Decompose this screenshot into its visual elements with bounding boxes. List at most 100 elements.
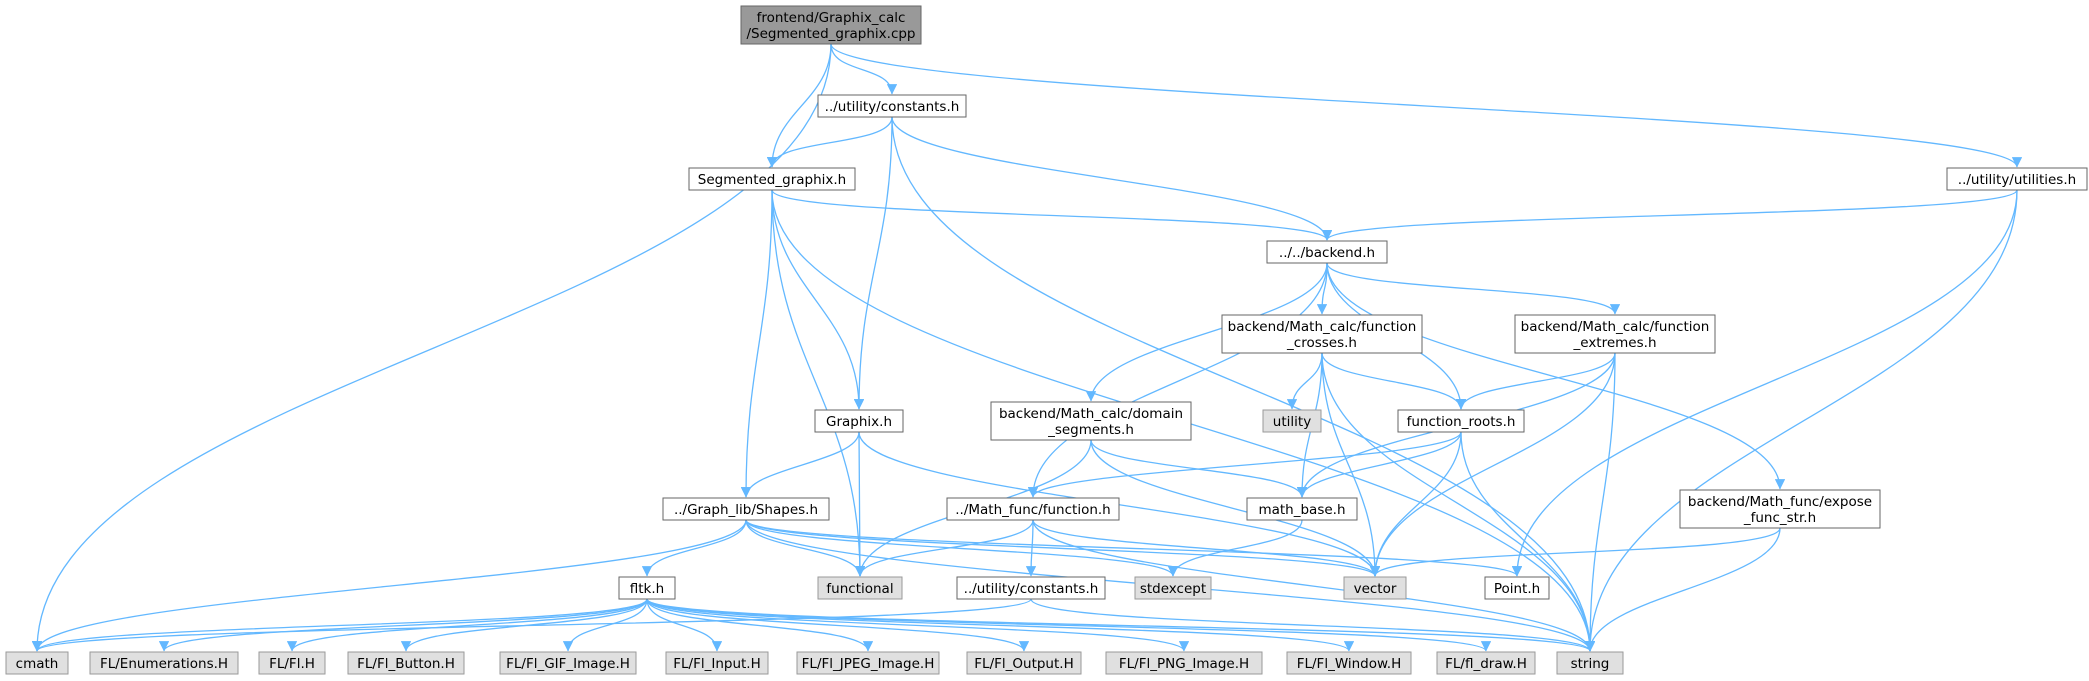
node-fl_png: FL/Fl_PNG_Image.H [1105,651,1263,675]
node-segmented-box [688,167,856,191]
node-fl_draw-label-0: FL/fl_draw.H [1445,656,1527,672]
node-fl_jpeg-box [796,651,940,675]
edge-fltk-to-fl_gif [562,598,648,652]
node-extremes-label-0: backend/Math_calc/function [1521,319,1710,335]
node-fl_window: FL/Fl_Window.H [1286,651,1412,675]
node-expose-label-1: _func_str.h [1743,510,1816,526]
node-constants_bot-box [956,576,1106,600]
edge-root-to-utilities [830,43,2022,168]
node-vector-box [1343,576,1407,600]
node-constants_bot[interactable]: ../utility/constants.h [956,576,1106,600]
node-crosses-label-1: _crosses.h [1286,335,1357,351]
node-fl_input-box [665,651,769,675]
node-fl_output-label-0: FL/Fl_Output.H [974,656,1073,672]
edge-fltk-to-fl_button [400,598,648,652]
node-fl_fl: FL/Fl.H [258,651,326,675]
node-function_h[interactable]: ../Math_func/function.h [946,497,1120,521]
edge-fltk-to-fl_png [646,598,1190,652]
node-fltk-label-0: fltk.h [630,581,664,597]
node-fl_png-label-0: FL/Fl_PNG_Image.H [1119,656,1249,672]
node-segmented[interactable]: Segmented_graphix.h [688,167,856,191]
node-crosses[interactable]: backend/Math_calc/function_crosses.h [1221,314,1423,354]
edge-extremes-to-vector [1369,352,1616,577]
edge-crosses-to-utility_sys [1286,352,1323,410]
node-utilities[interactable]: ../utility/utilities.h [1946,167,2088,191]
node-stdexcept-box [1134,576,1212,600]
edge-crosses-to-roots [1321,352,1467,410]
edge-graphix-to-shapes [740,431,860,498]
edge-function_h-to-constants_bot [1025,519,1037,577]
edge-backend-to-function_h [1027,262,1328,498]
node-extremes-label-1: _extremes.h [1573,335,1657,351]
edge-domain-to-vector [1090,439,1381,577]
node-string-box [1556,651,1624,675]
node-backend[interactable]: ../../backend.h [1266,240,1388,264]
node-fltk-box [618,576,676,600]
edge-fltk-to-fl_jpeg [646,598,874,652]
node-expose-box [1679,489,1881,529]
node-fl_output-box [966,651,1082,675]
edge-root-to-segmented [766,43,832,168]
edge-shapes-to-vector [745,519,1380,577]
node-root-label-0: frontend/Graphix_calc [757,10,906,26]
node-utility_sys-label-0: utility [1273,414,1311,430]
node-fl_draw-box [1436,651,1536,675]
node-domain-box [990,401,1192,441]
node-string-label-0: string [1571,656,1610,672]
edge-roots-to-vector [1369,431,1462,577]
node-roots[interactable]: function_roots.h [1397,409,1525,433]
edge-utilities-to-backend [1322,189,2018,241]
node-shapes-box [662,497,830,521]
edge-constants_top-to-backend [891,116,1333,241]
node-point[interactable]: Point.h [1484,576,1550,600]
node-graphix-box [814,409,904,433]
edge-crosses-to-vector [1321,352,1381,577]
edge-backend-to-extremes [1326,262,1621,315]
edge-constants_top-to-segmented [766,116,893,168]
node-math_base-label-0: math_base.h [1258,502,1345,518]
edge-roots-to-math_base [1296,431,1462,498]
edge-shapes-to-cmath [31,519,747,652]
edge-constants_top-to-graphix [853,116,893,410]
node-function_h-label-0: ../Math_func/function.h [955,502,1110,518]
node-extremes[interactable]: backend/Math_calc/function_extremes.h [1514,314,1716,354]
edge-fltk-to-fl_draw [646,598,1491,652]
edges [31,43,2022,652]
edge-fltk-to-cmath [32,598,648,652]
node-point-label-0: Point.h [1494,581,1540,597]
node-fltk[interactable]: fltk.h [618,576,676,600]
edge-root-to-constants_top [830,43,898,95]
node-root[interactable]: frontend/Graphix_calc/Segmented_graphix.… [740,5,922,45]
edge-expose-to-vector [1369,527,1781,577]
edge-shapes-to-fltk [641,519,747,577]
node-graphix-label-0: Graphix.h [826,414,892,430]
edge-constants_bot-to-cmath [32,598,1032,652]
node-fl_enum-label-0: FL/Enumerations.H [100,656,228,672]
node-graphix[interactable]: Graphix.h [814,409,904,433]
edge-segmented-to-graphix [771,189,865,410]
node-utility_sys: utility [1262,409,1322,433]
edge-backend-to-expose [1326,262,1786,490]
node-fl_gif: FL/Fl_GIF_Image.H [499,651,637,675]
node-shapes[interactable]: ../Graph_lib/Shapes.h [662,497,830,521]
node-domain[interactable]: backend/Math_calc/domain_segments.h [990,401,1192,441]
node-math_base-box [1246,497,1358,521]
node-fl_button: FL/Fl_Button.H [347,651,465,675]
edge-extremes-to-string [1584,352,1616,652]
node-math_base[interactable]: math_base.h [1246,497,1358,521]
node-roots-label-0: function_roots.h [1407,414,1516,430]
node-fl_jpeg: FL/Fl_JPEG_Image.H [796,651,940,675]
node-backend-label-0: ../../backend.h [1279,245,1375,261]
edge-fltk-to-fl_fl [286,598,648,652]
node-segmented-label-0: Segmented_graphix.h [698,172,846,188]
node-utility_sys-box [1262,409,1322,433]
edge-shapes-to-point [745,519,1522,577]
node-expose[interactable]: backend/Math_func/expose_func_str.h [1679,489,1881,529]
node-constants_top[interactable]: ../utility/constants.h [817,94,967,118]
edge-fltk-to-fl_enum [158,598,648,652]
node-expose-label-0: backend/Math_func/expose [1688,494,1872,510]
edge-utilities-to-point [1511,189,2018,577]
edge-roots-to-string [1460,431,1596,652]
edge-extremes-to-roots [1455,352,1616,410]
